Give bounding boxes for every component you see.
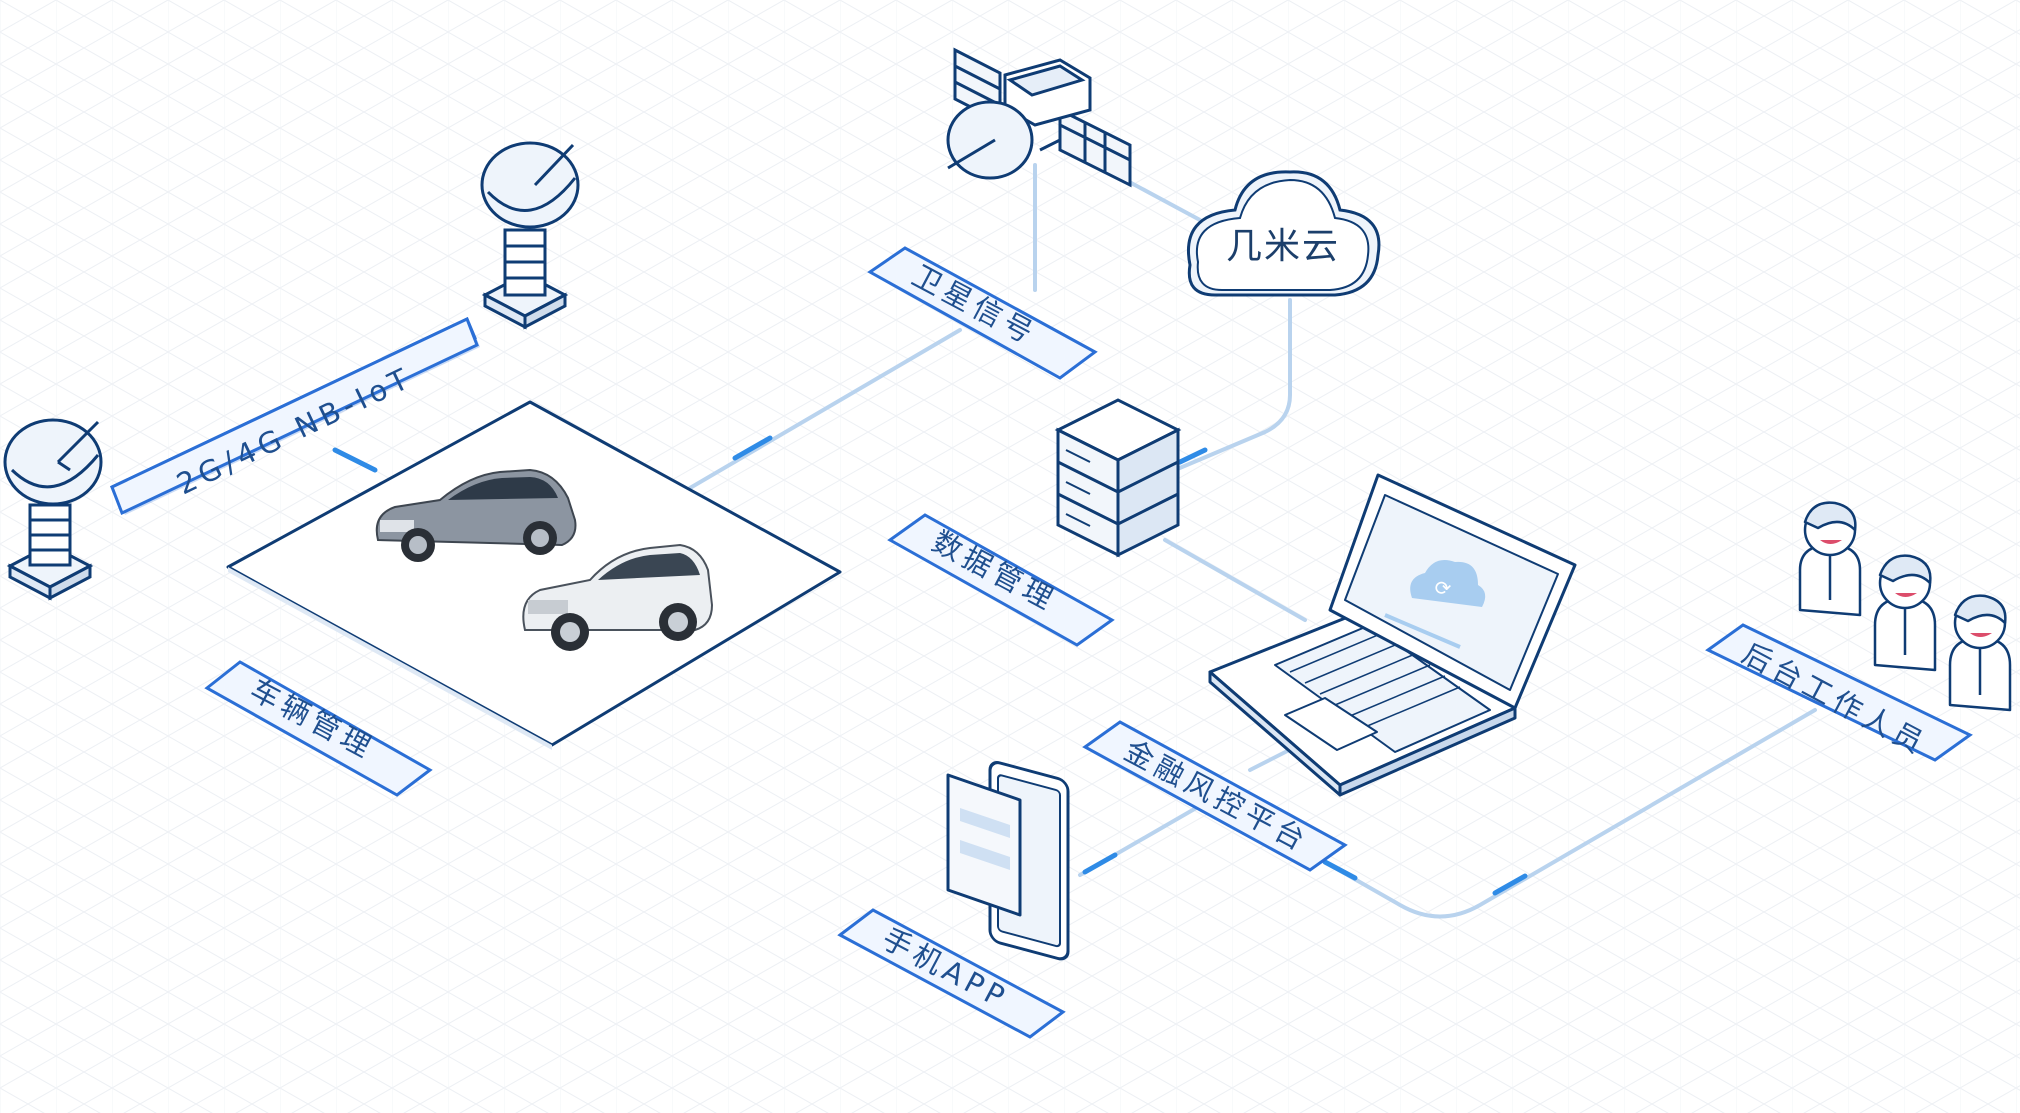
link-platform-staff	[1328, 708, 1817, 919]
car-icon	[522, 543, 714, 651]
phone-icon	[946, 761, 1070, 961]
cloud-icon: 几米云	[1187, 170, 1381, 297]
server-stack-icon	[1054, 398, 1182, 558]
vehicle-platform	[226, 400, 842, 750]
link-network-vehicle	[332, 447, 378, 473]
link-cloud-server	[1173, 298, 1292, 472]
staff-icon	[1798, 501, 2012, 712]
link-vehicle-satellite	[688, 328, 962, 490]
link-server-laptop	[1163, 538, 1307, 622]
radar-tower-icon	[3, 418, 103, 601]
svg-text:⟳: ⟳	[1435, 576, 1452, 600]
radar-tower-icon	[480, 141, 580, 330]
car-icon	[375, 468, 577, 562]
cloud-label: 几米云	[1226, 226, 1340, 267]
laptop-icon: ⟳	[1208, 473, 1577, 797]
satellite-icon	[946, 47, 1132, 188]
